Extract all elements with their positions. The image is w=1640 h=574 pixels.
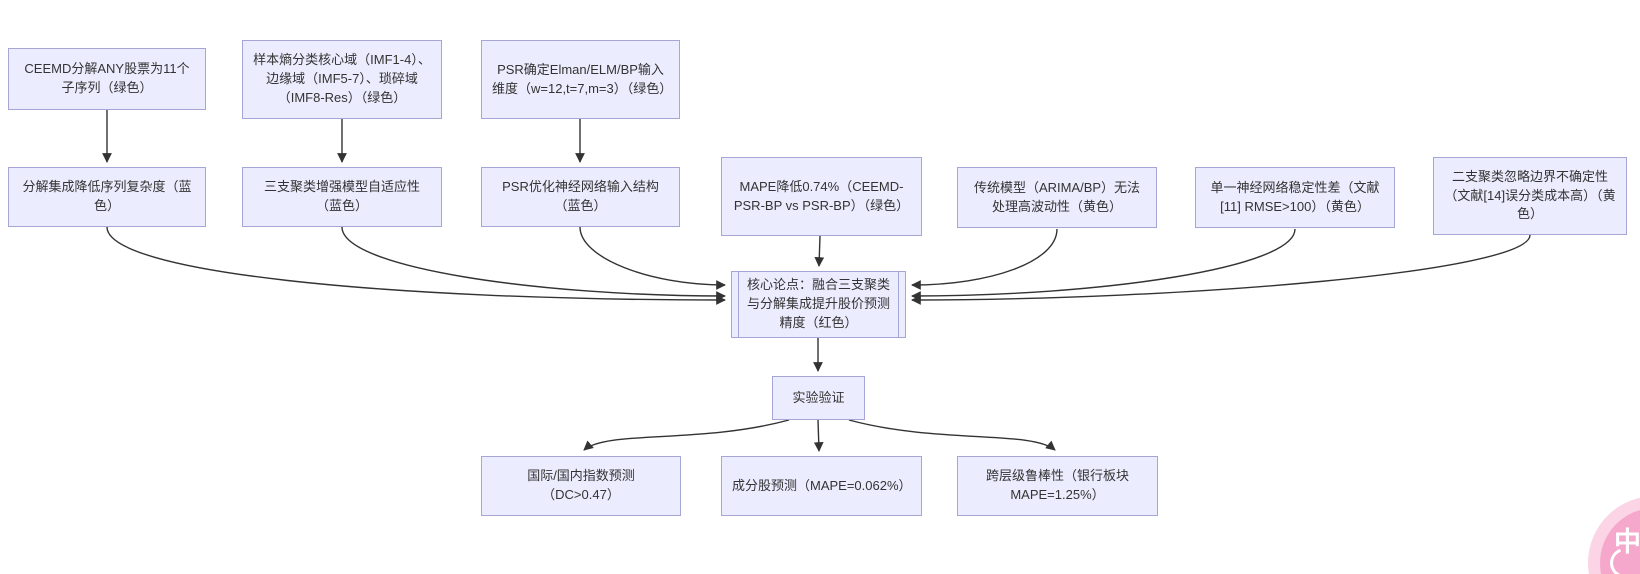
node-psr-dimension: PSR确定Elman/ELM/BP输入维度（w=12,t=7,m=3）（绿色） xyxy=(481,40,680,119)
node-index-forecast: 国际/国内指数预测（DC>0.47） xyxy=(481,456,681,516)
node-label: 二支聚类忽略边界不确定性（文献[14]误分类成本高）（黄色） xyxy=(1444,168,1616,222)
node-core-thesis: 核心论点：融合三支聚类与分解集成提升股价预测精度（红色） xyxy=(731,271,906,338)
node-label: 国际/国内指数预测（DC>0.47） xyxy=(527,468,635,502)
node-label: CEEMD分解ANY股票为11个子序列（绿色） xyxy=(24,61,190,95)
node-label: PSR确定Elman/ELM/BP输入维度（w=12,t=7,m=3）（绿色） xyxy=(492,61,673,96)
edge-decompose-to-core xyxy=(106,226,726,305)
node-mape-reduce: MAPE降低0.74%（CEEMD-PSR-BP vs PSR-BP）（绿色） xyxy=(721,157,922,236)
edge-psropt-to-core xyxy=(579,226,726,290)
node-experiment: 实验验证 xyxy=(772,376,865,420)
node-label: 成分股预测（MAPE=0.062%） xyxy=(732,477,912,493)
node-label: MAPE降低0.74%（CEEMD-PSR-BP vs PSR-BP）（绿色） xyxy=(733,178,910,213)
node-label: 分解集成降低序列复杂度（蓝色） xyxy=(22,179,192,213)
edge-experiment-to-stock xyxy=(813,419,824,452)
node-sample-entropy: 样本熵分类核心域（IMF1-4）、边缘域（IMF5-7）、琐碎域（IMF8-Re… xyxy=(242,40,442,119)
node-label: 实验验证 xyxy=(792,389,845,405)
translate-floating-button[interactable]: 中 A xyxy=(1600,508,1640,574)
subroutine-border-left xyxy=(738,272,739,337)
node-two-way-cluster: 二支聚类忽略边界不确定性（文献[14]误分类成本高）（黄色） xyxy=(1433,157,1627,235)
translate-cn-glyph: 中 xyxy=(1614,527,1640,557)
node-decompose-integrate: 分解集成降低序列复杂度（蓝色） xyxy=(8,167,206,227)
node-label: PSR优化神经网络输入结构（蓝色） xyxy=(502,179,659,213)
edge-mape-to-core xyxy=(814,235,825,267)
node-robustness: 跨层级鲁棒性（银行板块 MAPE=1.25%） xyxy=(957,456,1158,516)
node-psr-optimize: PSR优化神经网络输入结构（蓝色） xyxy=(481,167,680,227)
edge-cluster-to-core xyxy=(341,226,726,301)
node-label: 单一神经网络稳定性差（文献[11] RMSE>100）（黄色） xyxy=(1210,179,1380,214)
node-label: 传统模型（ARIMA/BP）无法处理高波动性（黄色） xyxy=(973,179,1141,214)
node-label: 跨层级鲁棒性（银行板块 MAPE=1.25%） xyxy=(985,468,1129,502)
node-ceemd-decompose: CEEMD分解ANY股票为11个子序列（绿色） xyxy=(8,48,206,110)
node-stock-forecast: 成分股预测（MAPE=0.062%） xyxy=(721,456,922,516)
node-single-network: 单一神经网络稳定性差（文献[11] RMSE>100）（黄色） xyxy=(1195,167,1395,228)
node-label: 样本熵分类核心域（IMF1-4）、边缘域（IMF5-7）、琐碎域（IMF8-Re… xyxy=(253,52,431,105)
node-label: 核心论点：融合三支聚类与分解集成提升股价预测精度（红色） xyxy=(746,277,890,330)
node-three-way-cluster: 三支聚类增强模型自适应性（蓝色） xyxy=(242,167,442,227)
edge-traditional-to-core xyxy=(911,228,1058,290)
node-label: 三支聚类增强模型自适应性（蓝色） xyxy=(263,179,420,213)
node-traditional-model: 传统模型（ARIMA/BP）无法处理高波动性（黄色） xyxy=(957,167,1157,228)
subroutine-border-right xyxy=(898,272,899,337)
edge-twoway-to-core xyxy=(911,234,1531,305)
edge-experiment-to-robust xyxy=(848,419,1056,451)
edge-experiment-to-index xyxy=(583,419,790,451)
edge-singlenet-to-core xyxy=(911,228,1296,301)
